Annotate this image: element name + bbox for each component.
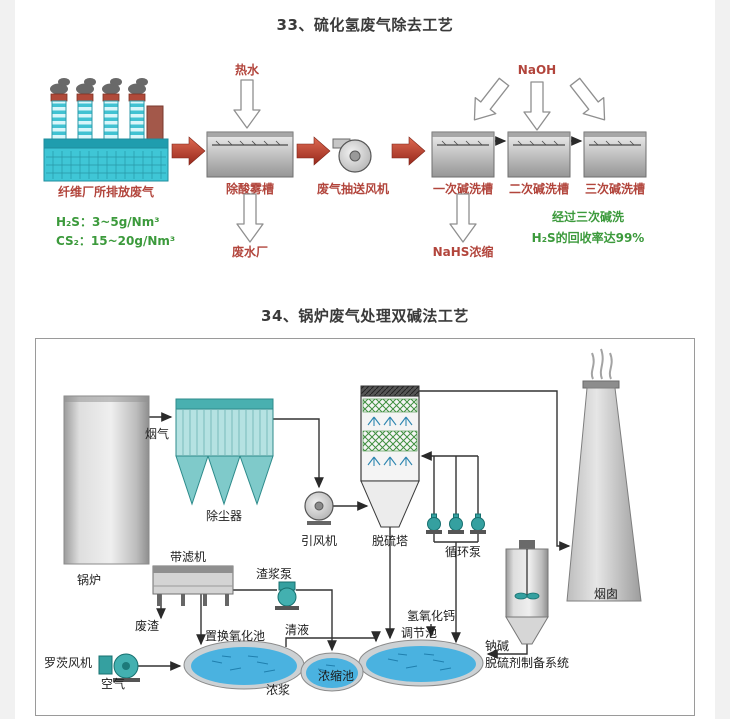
clear-liquid-label: 清液 [285,622,309,637]
wastewater-plant-label: 废水厂 [232,244,268,259]
waste-residue-label: 废渣 [135,618,159,633]
page-margin-right [715,0,730,719]
flow-arrow-2 [296,136,331,166]
boiler-shape [63,395,150,565]
naoh-arrow-left [463,73,515,129]
gas-fan-shape [332,138,372,173]
prep-system-shape [505,540,549,645]
thickener-label: 浓缩池 [318,668,354,683]
thick-slurry-label: 浓浆 [266,682,290,697]
boiler-diagram-frame: 锅炉 烟气 除尘器 引风机 脱硫塔 循环泵 烟囱 带滤机 渣浆泵 废渣 置换氧化… [35,338,695,716]
acid-mist-tank-shape [206,131,294,178]
chimney-label: 烟囱 [594,587,618,601]
cs2-concentration-label: CS₂：15~20g/Nm³ [56,234,175,248]
circulation-pumps-shape [426,513,486,534]
gas-fan-label: 废气抽送风机 [317,181,389,196]
slurry-pump-shape [275,581,299,610]
alkali-tank-3-label: 三次碱洗槽 [585,181,645,196]
alkali-tank-2-shape [507,131,571,178]
nahs-label: NaHS浓缩 [433,244,494,259]
chimney-shape [566,348,642,602]
h2s-removal-diagram: 热水 NaOH [43,62,647,259]
to-wastewater-arrow [236,193,264,243]
oxidation-pool-label: 置换氧化池 [205,629,265,643]
tower-label: 脱硫塔 [372,533,408,548]
factory-illustration [43,78,169,182]
prep-system-label: 脱硫剂制备系统 [485,655,569,670]
spray-nozzles-upper [367,416,413,426]
naoh-arrow-middle [523,81,551,131]
hot-water-down-arrow [233,79,261,129]
to-nahs-arrow [449,193,477,243]
belt-filter-shape [152,565,234,606]
hot-water-label: 热水 [235,62,260,77]
factory-windows [46,151,166,179]
boiler-label: 锅炉 [77,572,101,587]
flue-gas-label: 烟气 [145,426,169,441]
naoh-label: NaOH [518,63,556,77]
roots-blower-shape [98,653,140,682]
alkali-tank-3-shape [583,131,647,178]
regulating-pool-shape [358,639,484,687]
id-fan-label: 引风机 [301,534,337,548]
flow-arrow-1 [171,136,206,166]
regulating-pool-label: 调节池 [401,626,437,640]
naoh-arrow-right [564,73,616,129]
alkali-tank-2-label: 二次碱洗槽 [509,181,569,196]
scrubber-tower-shape [360,385,420,528]
stack-caps [50,93,146,102]
smoke-puffs [50,78,148,95]
recovery-note-line1: 经过三次碱洗 [552,209,624,224]
thickener-pool-shape [300,652,364,692]
brick-structure [146,105,164,140]
recovery-note-line2: H₂S的回收率达99% [532,230,645,245]
soda-label: 钠碱 [485,638,509,653]
lime-label: 氢氧化钙 [407,608,455,623]
h2s-concentration-label: H₂S：3~5g/Nm³ [56,215,159,229]
roots-blower-label: 罗茨风机 [44,656,92,670]
acid-tank-label: 除酸雾槽 [226,181,274,196]
dust-collector-label: 除尘器 [206,508,242,523]
belt-filter-label: 带滤机 [170,550,206,564]
section-34-title: 34、锅炉废气处理双碱法工艺 [261,307,469,325]
spray-nozzles-lower [367,456,413,466]
section-33-title: 33、硫化氢废气除去工艺 [276,16,454,34]
smokestacks [51,100,145,140]
dust-collector-shape [175,398,274,506]
slurry-pump-label: 渣浆泵 [256,566,292,581]
alkali-tank-1-label: 一次碱洗槽 [433,181,493,196]
air-label: 空气 [101,676,125,691]
factory-label: 纤维厂所排放废气 [58,184,154,199]
double-alkali-diagram: 锅炉 烟气 除尘器 引风机 脱硫塔 循环泵 烟囱 带滤机 渣浆泵 废渣 置换氧化… [44,348,642,697]
id-fan-shape [304,491,334,525]
piping [138,390,571,671]
page-margin-left [0,0,15,719]
chimney-smoke [590,348,613,380]
oxidation-pool-shape [183,640,305,690]
circulation-pump-label: 循环泵 [445,545,481,559]
flow-arrow-3 [391,136,426,166]
alkali-tank-1-shape [431,131,495,178]
